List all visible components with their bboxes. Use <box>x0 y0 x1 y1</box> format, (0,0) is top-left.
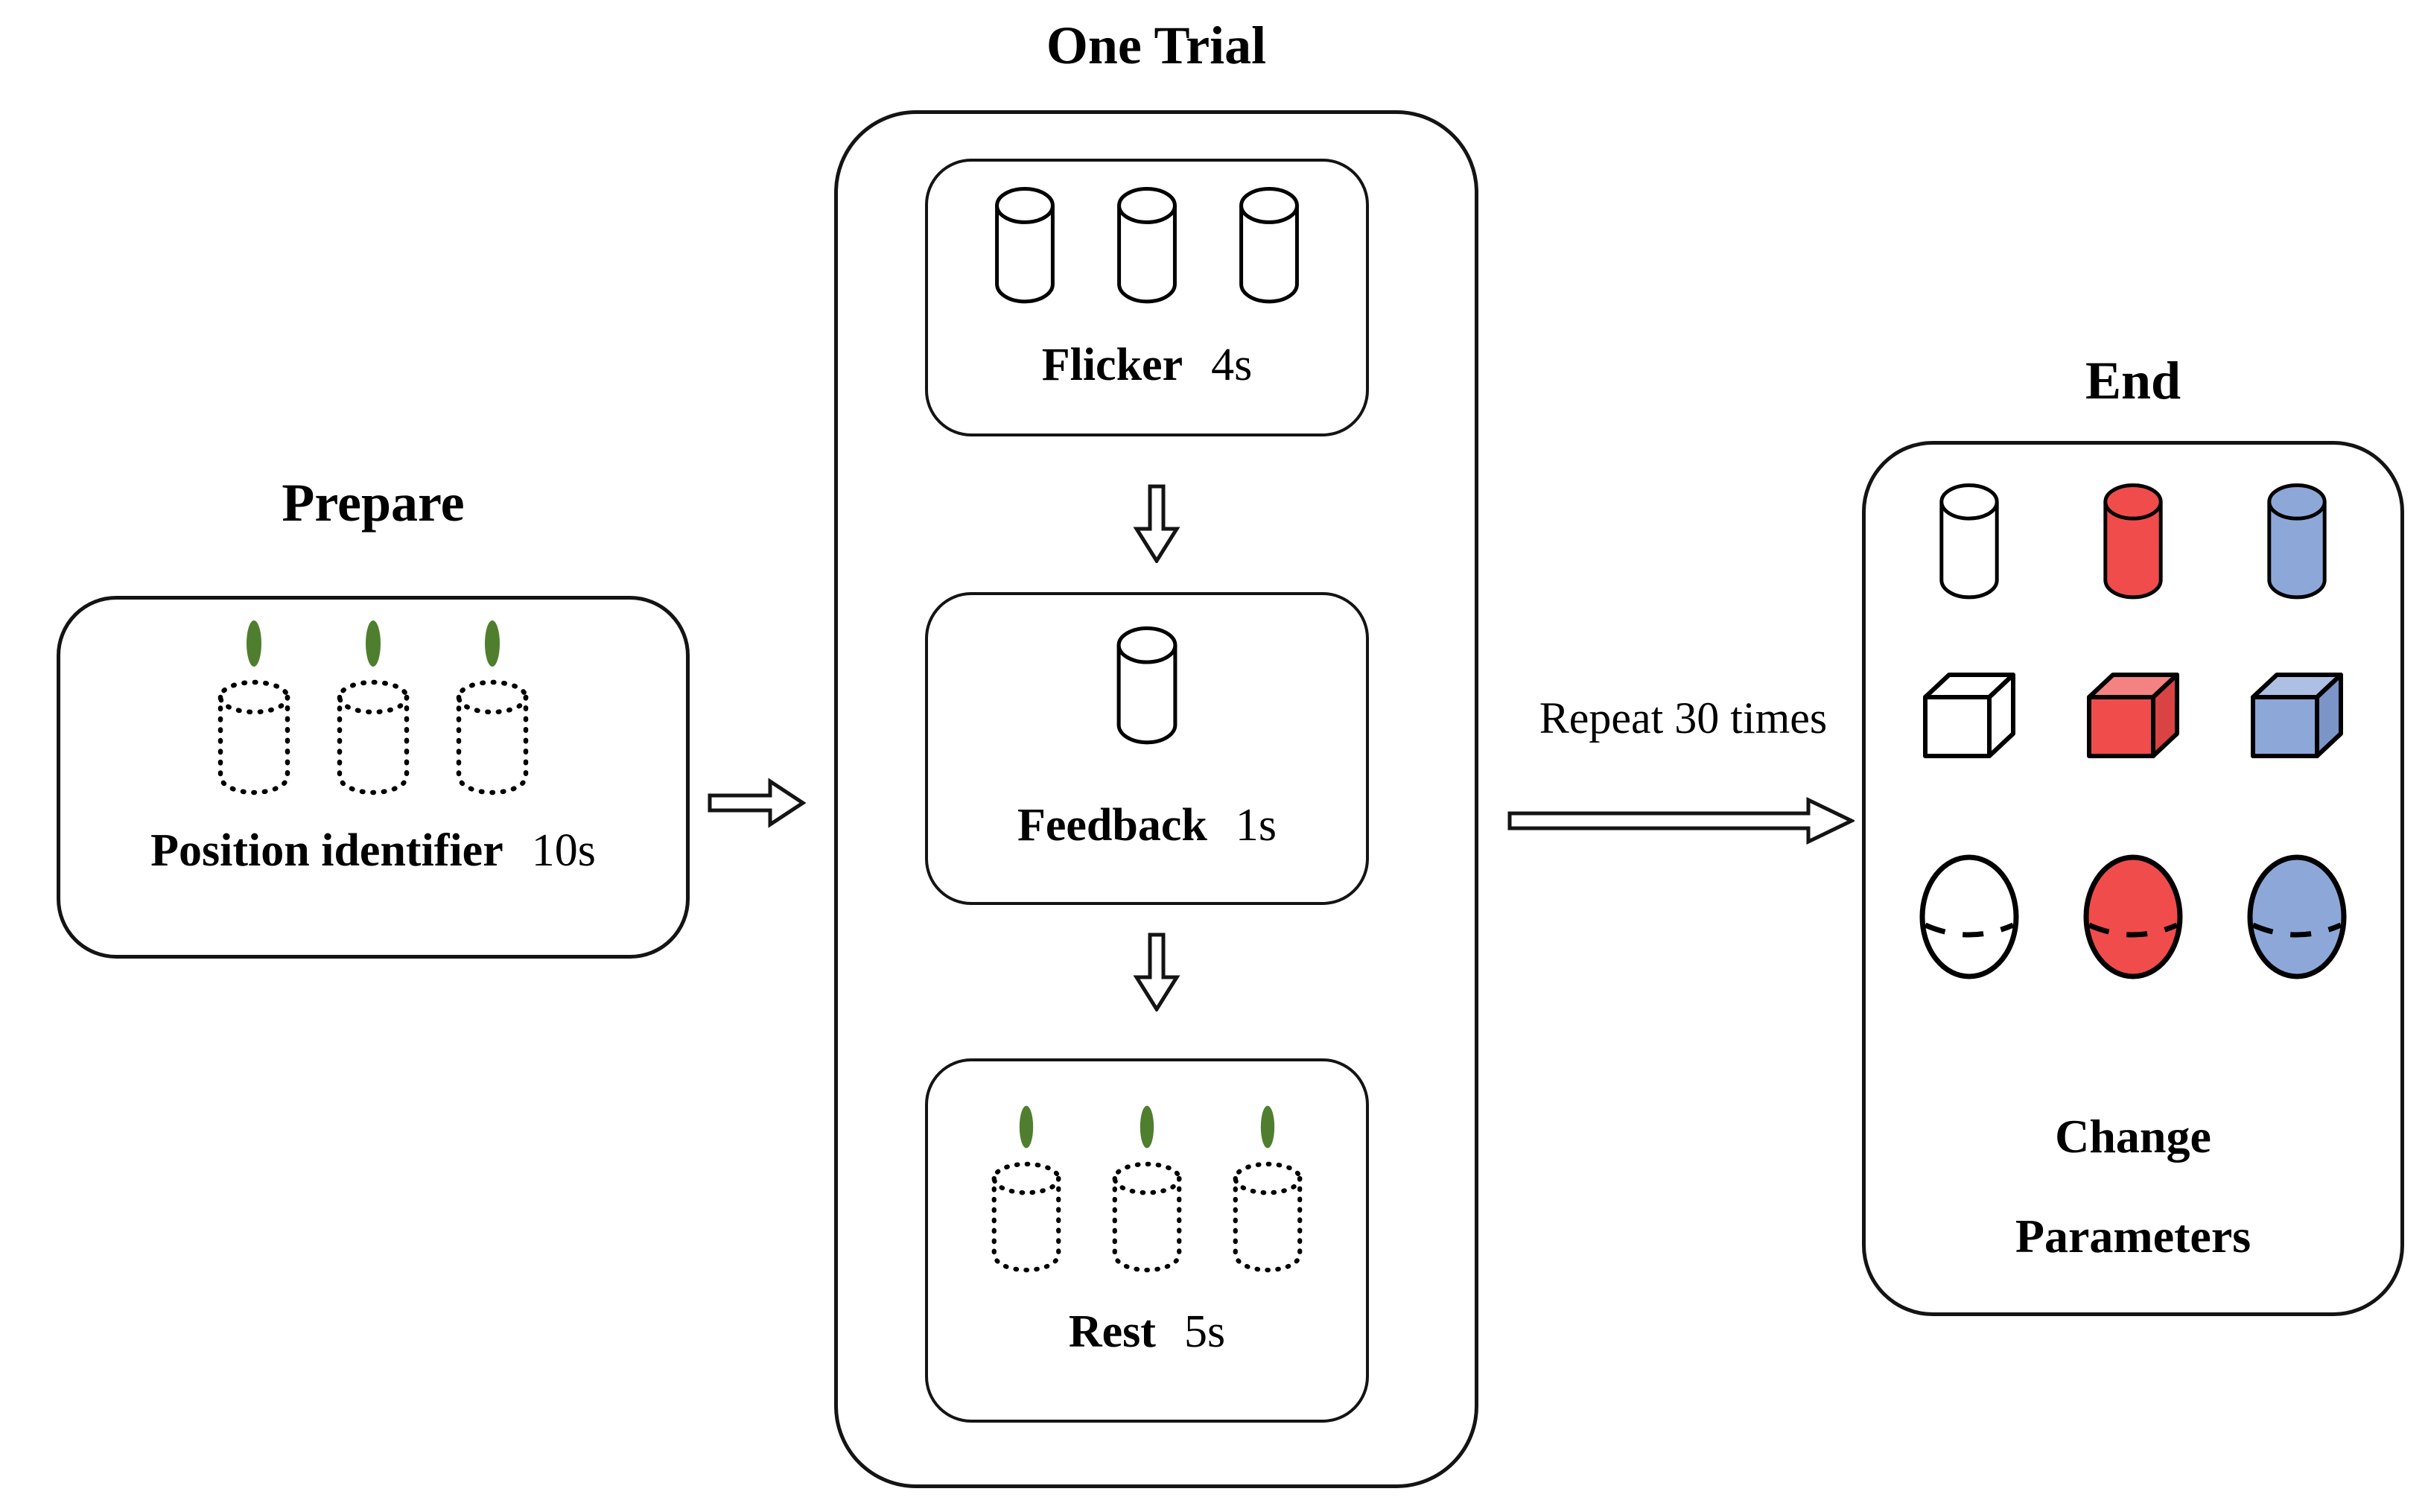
solid-cylinder-icon <box>1116 626 1178 745</box>
dotted-cylinder-icon <box>1233 1161 1303 1273</box>
green-marker-icon <box>485 620 500 667</box>
flicker-label-text: Flicker <box>1041 340 1183 390</box>
rest-target-left <box>990 1103 1063 1274</box>
prepare-target-right <box>454 619 530 796</box>
prepare-label-text: Position identifier <box>150 825 503 876</box>
right-arrow-icon <box>708 778 806 828</box>
change-parameters-label: Change Parameters <box>2015 1087 2251 1286</box>
green-marker-icon <box>1140 1105 1154 1149</box>
prepare-step-label: Position identifier 10s <box>150 828 596 874</box>
feedback-label-text: Feedback <box>1017 800 1207 851</box>
rest-step-label: Rest 5s <box>1069 1309 1225 1355</box>
repeat-label: Repeat 30 times <box>1539 693 1828 743</box>
end-box: Change Parameters <box>1862 441 2404 1316</box>
end-cylinder-row <box>1935 483 2331 600</box>
prepare-target-center <box>335 619 411 796</box>
feedback-box: Feedback 1s <box>925 592 1369 905</box>
green-marker-icon <box>366 620 381 667</box>
cylinder-white-icon <box>1939 483 1999 600</box>
cylinder-blue-icon <box>2267 483 2327 600</box>
feedback-duration: 1s <box>1235 800 1277 851</box>
prepare-box: Position identifier 10s <box>57 596 690 959</box>
rest-target-center <box>1110 1103 1183 1274</box>
end-sphere-row <box>1918 852 2348 982</box>
sphere-red-icon <box>2083 854 2183 979</box>
dotted-cylinder-icon <box>456 679 529 795</box>
prepare-stimuli-row <box>216 619 530 796</box>
sphere-blue-icon <box>2247 854 2347 979</box>
rest-label-text: Rest <box>1068 1306 1156 1357</box>
flicker-duration: 4s <box>1211 340 1253 390</box>
green-marker-icon <box>1260 1105 1275 1149</box>
rest-stimuli-row <box>990 1103 1304 1274</box>
one-trial-title: One Trial <box>1046 16 1267 75</box>
rest-duration: 5s <box>1183 1306 1226 1357</box>
end-title: End <box>2085 351 2181 410</box>
sphere-white-icon <box>1919 854 2019 979</box>
end-cube-row <box>1921 670 2346 760</box>
flicker-stimuli-row <box>987 187 1307 305</box>
repeat-arrow-icon <box>1507 797 1855 845</box>
prepare-title: Prepare <box>282 473 465 533</box>
prepare-duration: 10s <box>531 825 596 876</box>
dotted-cylinder-icon <box>991 1161 1061 1273</box>
solid-cylinder-icon <box>1239 187 1299 304</box>
dotted-cylinder-icon <box>217 679 290 795</box>
dotted-cylinder-icon <box>1112 1161 1182 1273</box>
down-arrow-icon <box>1133 484 1180 563</box>
down-arrow-icon <box>1133 933 1180 1011</box>
dotted-cylinder-icon <box>337 679 410 795</box>
green-marker-icon <box>1019 1105 1034 1149</box>
rest-target-right <box>1231 1103 1304 1274</box>
change-parameters-line1: Change <box>2055 1110 2211 1163</box>
cube-white-icon <box>1922 673 2015 758</box>
flicker-box: Flicker 4s <box>925 159 1369 436</box>
flicker-step-label: Flicker 4s <box>1042 342 1253 388</box>
feedback-step-label: Feedback 1s <box>1017 802 1277 848</box>
change-parameters-line2: Parameters <box>2015 1210 2251 1262</box>
cube-red-icon <box>2086 673 2179 758</box>
green-marker-icon <box>247 620 261 667</box>
solid-cylinder-icon <box>995 187 1055 304</box>
cube-blue-icon <box>2250 673 2343 758</box>
solid-cylinder-icon <box>1117 187 1177 304</box>
prepare-target-left <box>216 619 292 796</box>
rest-box: Rest 5s <box>925 1058 1369 1423</box>
cylinder-red-icon <box>2103 483 2163 600</box>
